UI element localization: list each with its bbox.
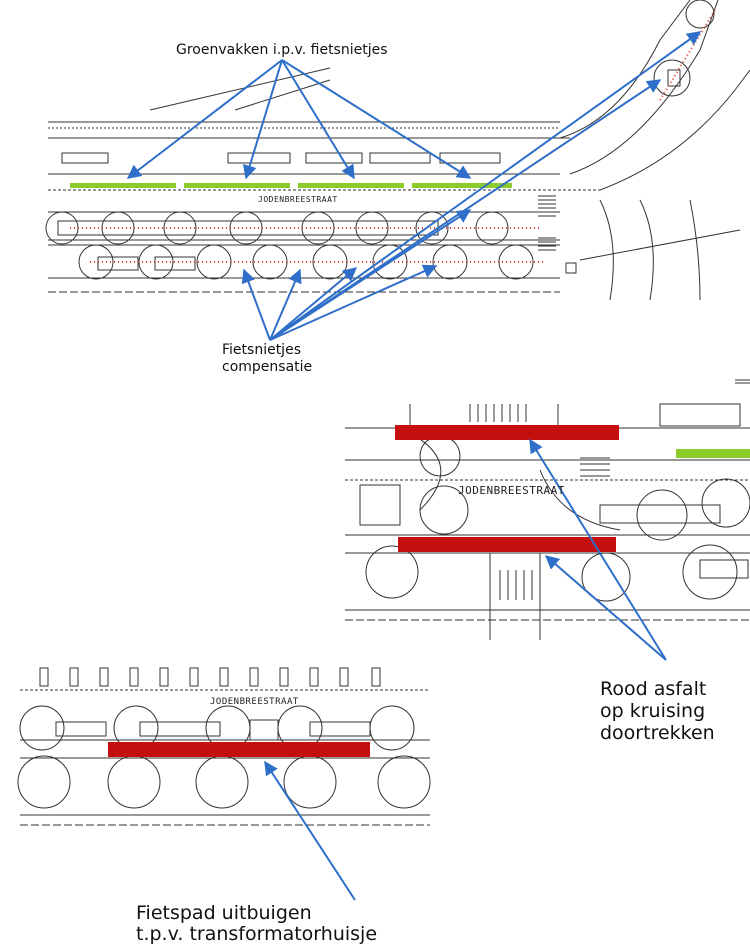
green-area-middle [676, 449, 750, 458]
annotation-groenvakken: Groenvakken i.p.v. fietsnietjes [176, 42, 388, 58]
annotation-uitbuigen-line2: t.p.v. transformatorhuisje [136, 923, 378, 945]
annotation-rood-line2: op kruising [600, 700, 706, 722]
annotation-rood-line1: Rood asfalt [600, 678, 707, 700]
street-name-bottom: JODENBREESTRAAT [210, 697, 299, 707]
annotation-fietsnietjes-line2: compensatie [222, 359, 313, 375]
annotation-rood-line3: doortrekken [600, 722, 715, 744]
annotation-uitbuigen-line1: Fietspad uitbuigen [136, 902, 312, 924]
street-name-top: JODENBREESTRAAT [258, 195, 338, 204]
red-asphalt-crossing [395, 425, 619, 552]
annotation-fietspad-uitbuigen: Fietspad uitbuigen t.p.v. transformatorh… [136, 903, 377, 945]
annotation-fietsnietjes-line1: Fietsnietjes [222, 342, 301, 358]
annotation-rood-asfalt: Rood asfalt op kruising doortrekken [600, 678, 715, 744]
green-planting-areas [70, 183, 512, 188]
annotation-arrows [126, 31, 702, 901]
bike-rack-dots [70, 9, 716, 263]
annotation-fietsnietjes: Fietsnietjes compensatie [222, 342, 312, 376]
plan-panel-middle [345, 379, 750, 640]
plan-panel-top [45, 0, 750, 301]
red-asphalt-bikepath [108, 742, 370, 757]
street-name-middle: JODENBREESTRAAT [458, 484, 565, 497]
